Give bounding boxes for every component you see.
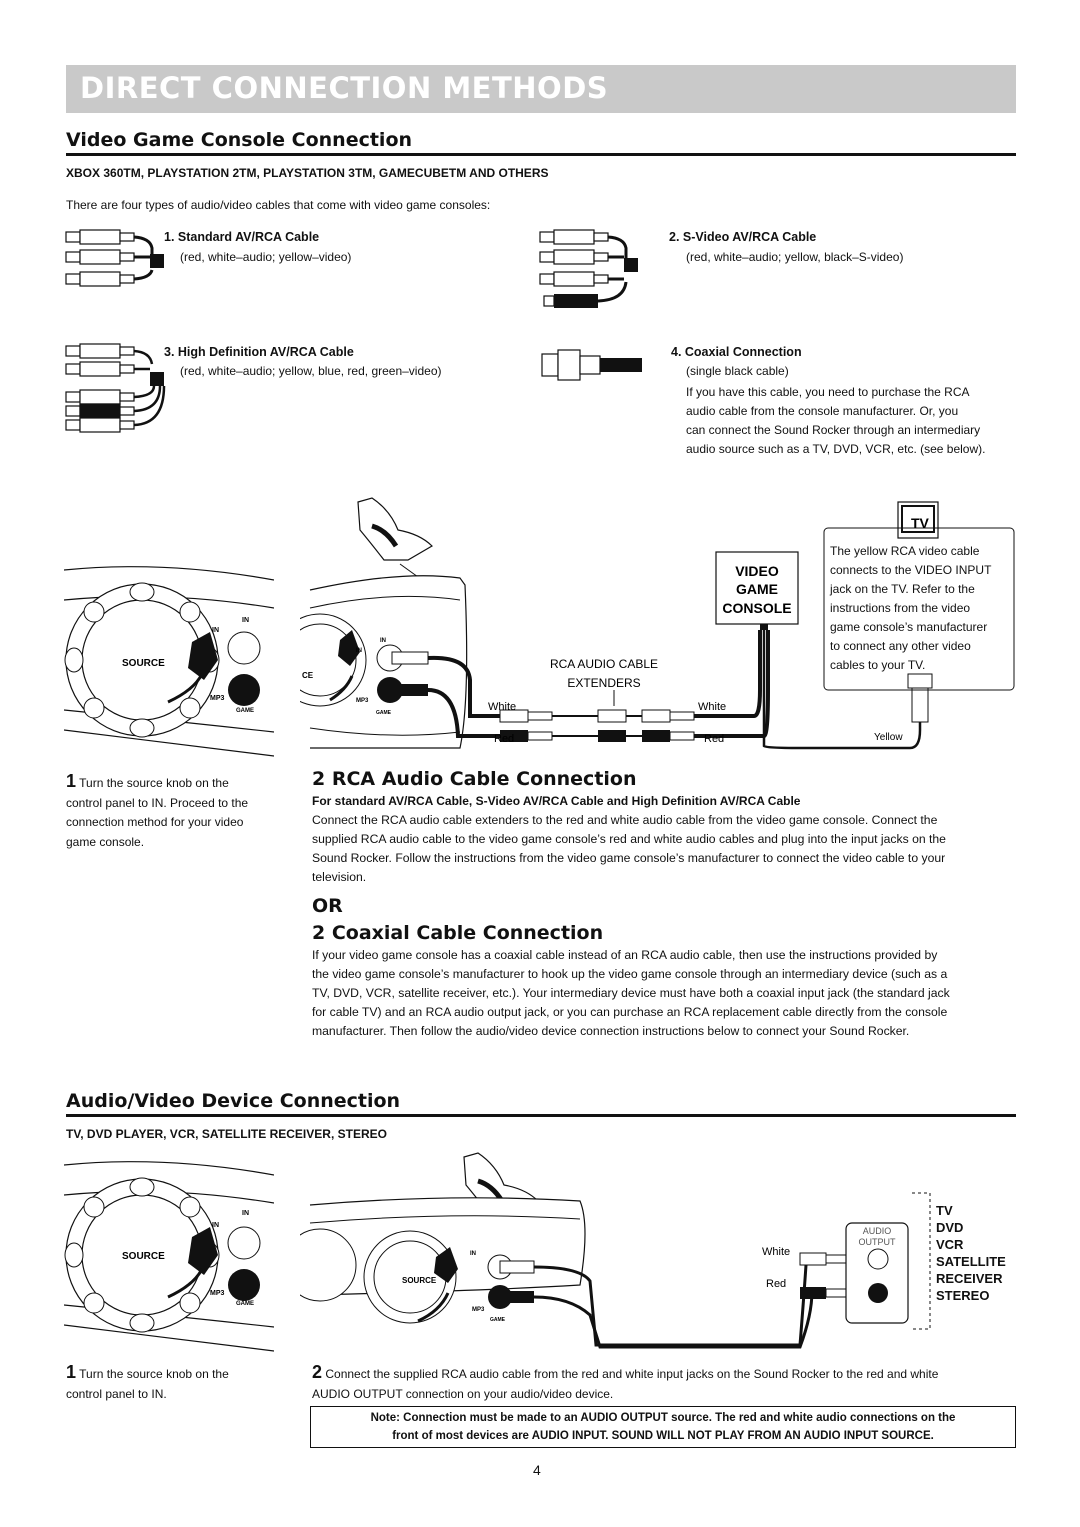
white-label-left: White: [488, 701, 516, 713]
cable-4-title: 4. Coaxial Connection: [671, 345, 802, 359]
av-step-2-instruction: 2 Connect the supplied RCA audio cable f…: [312, 1362, 939, 1401]
panel-game-label: GAME: [376, 710, 392, 716]
coax-heading: 2 Coaxial Cable Connection: [312, 922, 604, 944]
section-banner: DIRECT CONNECTION METHODS: [66, 65, 1016, 113]
coax-instructions: If your video game console has a coaxial…: [312, 948, 950, 1038]
red-label-right: Red: [704, 733, 724, 745]
or-divider: OR: [312, 895, 343, 917]
knob2-source-label: SOURCE: [122, 1251, 165, 1262]
panel-mp3-label: MP3: [356, 698, 369, 704]
device-list: TV DVD VCR SATELLITE RECEIVER STEREO: [936, 1203, 1006, 1303]
knob-in-label: IN: [212, 627, 219, 634]
knob2-in-label: IN: [212, 1222, 219, 1229]
console-label-1: VIDEO: [735, 563, 779, 579]
cable-4-desc: (single black cable): [686, 364, 789, 378]
panel2-source-label: SOURCE: [402, 1276, 437, 1285]
panel-jack-in-label: IN: [380, 638, 386, 644]
banner-title: DIRECT CONNECTION METHODS: [80, 71, 609, 105]
red-label-left: Red: [494, 733, 514, 745]
panel2-mp3-label: MP3: [472, 1307, 485, 1313]
standard-av-cable-illustration: [65, 229, 164, 287]
rca-heading: 2 RCA Audio Cable Connection: [312, 768, 637, 790]
cable-3-desc: (red, white–audio; yellow, blue, red, gr…: [180, 364, 442, 378]
step-1-number: 1: [66, 771, 77, 791]
av-connection-diagram: SOURCE IN MP3 GAME AUDIO OUTPUT White Re…: [300, 1152, 931, 1349]
rca-instructions: Connect the RCA audio cable extenders to…: [312, 813, 946, 884]
knob-mp3-label: MP3: [210, 695, 225, 702]
cable-2-desc: (red, white–audio; yellow, black–S-video…: [686, 250, 904, 264]
audio-output-label-2: OUTPUT: [859, 1237, 897, 1247]
av-white-label: White: [762, 1246, 790, 1258]
tv-label: TV: [911, 515, 930, 531]
panel2-in-label: IN: [470, 1251, 476, 1257]
rca-applies-to: For standard AV/RCA Cable, S-Video AV/RC…: [312, 794, 801, 808]
console-list-subheading: XBOX 360TM, PLAYSTATION 2TM, PLAYSTATION…: [66, 166, 549, 180]
cables-intro: There are four types of audio/video cabl…: [66, 198, 491, 212]
step-1-instruction: 1 Turn the source knob on the control pa…: [66, 771, 249, 849]
audio-output-label-1: AUDIO: [863, 1226, 892, 1236]
control-panel-knob-illustration-2: SOURCE IN IN MP3 GAME: [64, 1161, 274, 1352]
cable-4-extra: If you have this cable, you need to purc…: [686, 385, 986, 456]
cable-1-title: 1. Standard AV/RCA Cable: [164, 230, 320, 244]
cable-3-title: 3. High Definition AV/RCA Cable: [164, 345, 354, 359]
rca-connection-diagram: CE IN IN MP3 GAME TV VIDEO GAME CONSOLE …: [300, 497, 1015, 750]
panel-in-label: IN: [356, 648, 362, 654]
control-panel-knob-illustration: SOURCE IN IN MP3 GAME: [64, 566, 274, 757]
knob-source-label: SOURCE: [122, 658, 165, 669]
heading-rule: [66, 153, 1016, 156]
extenders-label-1: RCA AUDIO CABLE: [550, 657, 658, 671]
av-heading-rule: [66, 1114, 1016, 1117]
panel2-game-label: GAME: [490, 1317, 506, 1323]
video-game-heading: Video Game Console Connection: [66, 129, 413, 151]
av-device-list: TV, DVD PLAYER, VCR, SATELLITE RECEIVER,…: [66, 1127, 387, 1141]
jack-game-label: GAME: [236, 708, 254, 714]
av-red-label: Red: [766, 1278, 786, 1290]
tv-video-note: The yellow RCA video cable connects to t…: [830, 544, 992, 672]
cable-1-desc: (red, white–audio; yellow–video): [180, 250, 352, 264]
hd-cable-illustration: [65, 343, 166, 433]
jack2-game-label: GAME: [236, 1301, 254, 1307]
coaxial-cable-illustration: [541, 349, 642, 381]
panel-ce-label: CE: [302, 671, 314, 680]
cable-2-title: 2. S-Video AV/RCA Cable: [669, 230, 817, 244]
jack-in-label: IN: [242, 617, 249, 624]
audio-output-note: Note: Connection must be made to an AUDI…: [310, 1406, 1016, 1448]
av-step-1-number: 1: [66, 1362, 77, 1382]
console-label-2: GAME: [736, 581, 778, 597]
console-label-3: CONSOLE: [722, 600, 791, 616]
page-number: 4: [533, 1462, 541, 1478]
knob2-mp3-label: MP3: [210, 1290, 225, 1297]
jack2-in-label: IN: [242, 1210, 249, 1217]
extenders-label-2: EXTENDERS: [567, 676, 640, 690]
white-label-right: White: [698, 701, 726, 713]
s-video-cable-illustration: [539, 229, 638, 308]
av-heading: Audio/Video Device Connection: [66, 1090, 401, 1112]
yellow-label: Yellow: [874, 732, 903, 743]
av-step-2-number: 2: [312, 1362, 323, 1382]
av-step-1-instruction: 1 Turn the source knob on the control pa…: [66, 1362, 229, 1401]
